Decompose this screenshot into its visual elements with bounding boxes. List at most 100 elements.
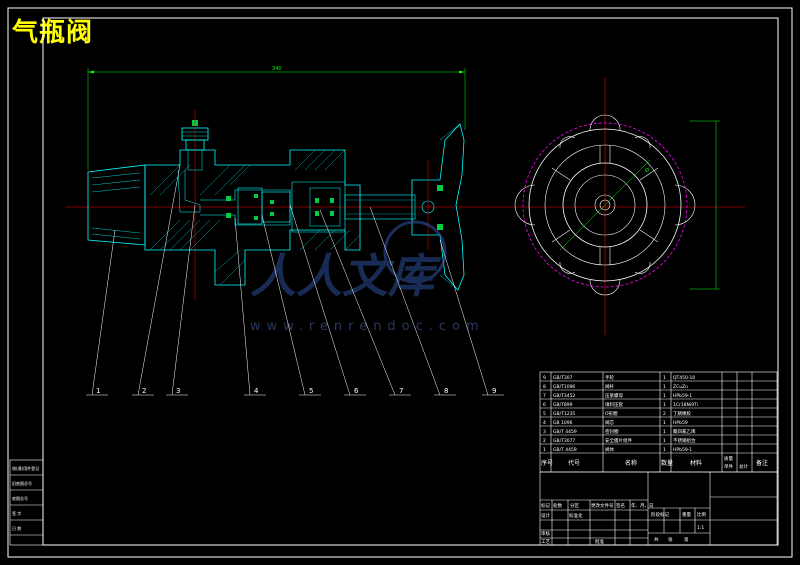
tb-label-stage: 阶段标记 bbox=[651, 511, 669, 518]
tb-label-sheet-no: 第 bbox=[684, 536, 689, 543]
tb-label-sign: 签名 bbox=[616, 502, 625, 509]
bom-row-2-name: 安全膜片组件 bbox=[605, 437, 632, 444]
bom-row-8-code: GB/T1096 bbox=[553, 384, 575, 390]
tb-label-zone: 分区 bbox=[570, 502, 579, 509]
bom-row-1-mat: HPb59-1 bbox=[673, 447, 692, 453]
tb-label-date: 年、月、日 bbox=[631, 502, 654, 509]
bom-row-5-code: GB/T1235 bbox=[553, 411, 575, 417]
tb-label-sheet-total: 张 bbox=[668, 536, 673, 543]
side-strip-item-1: 旧底图总号 bbox=[12, 480, 32, 486]
tb-label-weight: 重量 bbox=[682, 511, 691, 518]
bom-row-8-qty: 1 bbox=[663, 384, 666, 390]
callout-6: 6 bbox=[354, 387, 359, 395]
callout-labels: 1 2 3 4 5 6 7 8 9 bbox=[96, 387, 496, 395]
watermark: 人人文库 www.renrendoc.com bbox=[250, 220, 485, 334]
bom-row-9-no: 9 bbox=[543, 375, 546, 381]
outer-frame bbox=[7, 7, 793, 558]
bom-header-no: 序号 bbox=[541, 459, 553, 467]
side-strip-item-3: 签 字 bbox=[12, 510, 21, 516]
bom-row-9-code: GB/T307 bbox=[553, 375, 573, 381]
callout-3: 3 bbox=[176, 387, 180, 395]
side-strip: 借(通)用件登记 旧底图总号 底图总号 签 字 日 期 bbox=[9, 459, 44, 546]
bom-row-1-no: 1 bbox=[543, 447, 546, 453]
drawing-title: 气瓶阀 bbox=[12, 18, 94, 48]
tb-label-scale: 比例 bbox=[697, 511, 706, 518]
side-strip-item-0: 借(通)用件登记 bbox=[12, 465, 39, 471]
bom-row-4-no: 4 bbox=[543, 420, 546, 426]
bom-row-4-qty: 1 bbox=[663, 420, 666, 426]
callout-7: 7 bbox=[399, 387, 403, 395]
bom-row-3-mat: 聚四氟乙烯 bbox=[673, 428, 696, 435]
side-strip-item-2: 底图总号 bbox=[12, 495, 28, 501]
callout-2: 2 bbox=[142, 387, 146, 395]
bom-row-8-name: 阀杆 bbox=[605, 383, 614, 390]
title-block: 标记 处数 分区 更改文件号 签名 年、月、日 设计 审核 工艺 标准化 批准 … bbox=[539, 471, 778, 546]
bom-row-5-name: O形圈 bbox=[605, 410, 618, 417]
watermark-url: www.renrendoc.com bbox=[250, 319, 485, 334]
bom-row-5-mat: 丁腈橡胶 bbox=[673, 410, 691, 417]
tb-label-review: 审核 bbox=[541, 530, 550, 537]
bom-row-5-qty: 2 bbox=[663, 411, 666, 417]
tb-label-total: 共 bbox=[654, 536, 659, 543]
bom-row-6-mat: 1Cr18Ni9Ti bbox=[673, 402, 698, 408]
bom-row-3-qty: 1 bbox=[663, 429, 666, 435]
bom-row-2-no: 2 bbox=[543, 438, 546, 444]
bom-header-mat: 材料 bbox=[690, 459, 702, 467]
tb-scale-value: 1:1 bbox=[697, 525, 704, 531]
tb-label-process: 工艺 bbox=[541, 539, 550, 545]
seal-marks bbox=[192, 120, 443, 230]
handwheel-diameter-label: Ø bbox=[645, 167, 649, 174]
bom-header-qty: 数量 bbox=[661, 459, 673, 467]
bom-row-9-name: 手轮 bbox=[605, 374, 614, 381]
bom-row-8-mat: ZCuZn bbox=[673, 384, 688, 390]
bom-table: 9 GB/T307 手轮 1 QT450-10 8 GB/T1096 阀杆 1 … bbox=[539, 371, 778, 473]
tb-label-design: 设计 bbox=[541, 512, 550, 519]
bom-row-9-qty: 1 bbox=[663, 375, 666, 381]
bom-row-7-code: GB/T3452 bbox=[553, 393, 575, 399]
tb-label-standard: 标准化 bbox=[569, 512, 583, 519]
bom-header-mass: 质量 bbox=[724, 455, 733, 462]
bom-row-2-mat: 不锈钢组合 bbox=[673, 437, 696, 444]
bom-row-2-code: GB/T3077 bbox=[553, 438, 575, 444]
bom-row-1-qty: 1 bbox=[663, 447, 666, 453]
callout-1: 1 bbox=[96, 387, 100, 395]
overall-length-label: 340 bbox=[272, 66, 282, 72]
bom-row-6-code: GB/T899 bbox=[553, 402, 573, 408]
bom-row-6-no: 6 bbox=[543, 402, 546, 408]
bom-header-remark: 备注 bbox=[756, 459, 768, 467]
bom-row-7-mat: HPb59-1 bbox=[673, 393, 692, 399]
bom-header-code: 代号 bbox=[568, 459, 580, 467]
tb-label-approve: 批准 bbox=[595, 538, 604, 545]
callout-8: 8 bbox=[444, 387, 448, 395]
inner-frame bbox=[42, 17, 779, 546]
callout-5: 5 bbox=[309, 387, 313, 395]
tb-label-change-doc: 更改文件号 bbox=[591, 502, 614, 509]
watermark-brand: 人人文库 bbox=[250, 249, 442, 303]
callout-4: 4 bbox=[254, 387, 259, 395]
bom-header-name: 名称 bbox=[625, 459, 637, 467]
tb-label-count: 处数 bbox=[553, 502, 562, 509]
bom-row-1-name: 阀体 bbox=[605, 446, 614, 453]
bom-row-1-code: GB/T 4459 bbox=[553, 447, 577, 453]
handwheel-end-view: Ø bbox=[514, 78, 720, 335]
bom-row-6-qty: 1 bbox=[663, 402, 666, 408]
bom-header-unit: 单件 bbox=[724, 463, 733, 470]
callout-9: 9 bbox=[492, 387, 496, 395]
bom-row-3-code: GB/T 4459 bbox=[553, 429, 577, 435]
bom-row-6-name: 填料压套 bbox=[605, 401, 623, 408]
bom-header-total: 总计 bbox=[739, 463, 748, 470]
bom-row-7-name: 压紧螺母 bbox=[605, 392, 623, 399]
bom-row-8-no: 8 bbox=[543, 384, 546, 390]
bom-row-4-name: 阀芯 bbox=[605, 419, 614, 426]
bom-row-7-no: 7 bbox=[543, 393, 546, 399]
bom-row-3-no: 3 bbox=[543, 429, 546, 435]
bom-row-4-code: GB 1096 bbox=[553, 420, 573, 426]
bom-row-4-mat: HPb59 bbox=[673, 420, 688, 426]
bom-row-3-name: 密封圈 bbox=[605, 428, 619, 435]
bom-row-9-mat: QT450-10 bbox=[673, 375, 695, 381]
bom-row-7-qty: 1 bbox=[663, 393, 666, 399]
bom-row-5-no: 5 bbox=[543, 411, 546, 417]
bom-row-2-qty: 1 bbox=[663, 438, 666, 444]
overall-dimension: 340 bbox=[87, 66, 466, 170]
